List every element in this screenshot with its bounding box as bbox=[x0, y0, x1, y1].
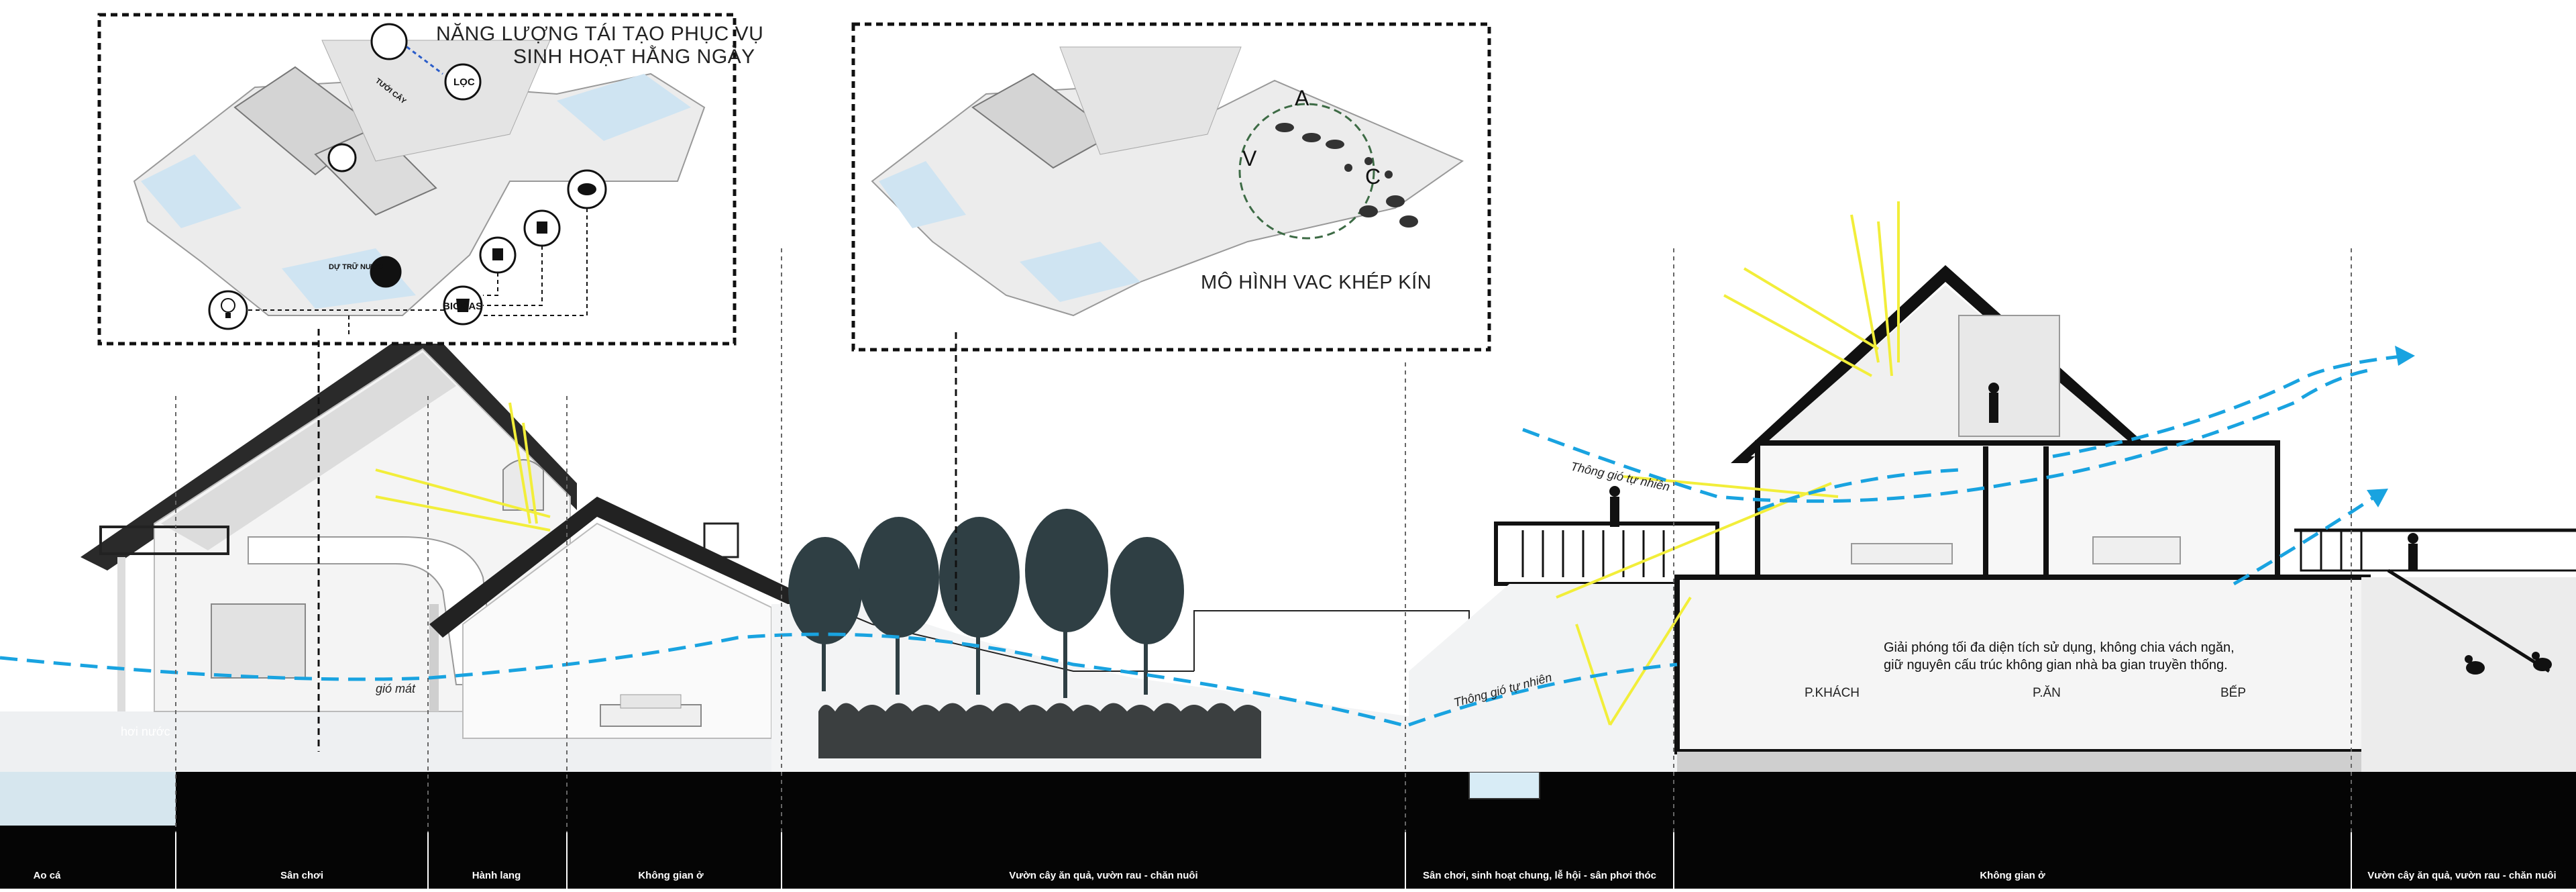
right-upper-bed-1 bbox=[1851, 543, 1953, 564]
tree-row bbox=[788, 509, 1184, 698]
water-icon bbox=[370, 23, 408, 60]
renewable-axo-water-2 bbox=[557, 74, 691, 141]
living-room-label: P.KHÁCH bbox=[1805, 686, 1860, 700]
chickens bbox=[2465, 652, 2552, 675]
corridor-rail bbox=[703, 522, 739, 558]
tank-icon bbox=[370, 256, 402, 288]
left-shutters bbox=[211, 603, 306, 679]
loc-label: LỌC bbox=[453, 77, 475, 88]
right-attic bbox=[1751, 285, 2147, 456]
renewable-title-line1: NĂNG LƯỢNG TÁI TẠO PHỤC VỤ bbox=[436, 23, 764, 45]
dutru-label: DỰ TRỮ NƯỚC bbox=[329, 263, 384, 271]
zone-label-living-2: Không gian ở bbox=[1980, 870, 2045, 881]
right-platform-rail bbox=[1521, 530, 1665, 577]
vac-letter-v: V bbox=[1242, 146, 1257, 170]
left-balcony-rail bbox=[99, 526, 229, 555]
vac-title: MÔ HÌNH VAC KHÉP KÍN bbox=[1201, 272, 1432, 293]
person-silhouettes bbox=[1609, 383, 2418, 571]
zone-label-playground: Sân chơi bbox=[280, 870, 324, 881]
small-pool bbox=[1468, 771, 1540, 799]
renewable-title-line2: SINH HOẠT HẰNG NGÀY bbox=[513, 46, 755, 68]
wind-flows bbox=[0, 354, 2409, 727]
steam-label: hơi nước bbox=[121, 725, 170, 738]
space-note-line2: giữ nguyên cấu trúc không gian nhà ba gi… bbox=[1884, 658, 2228, 673]
ground-band bbox=[0, 772, 2576, 889]
biogas-label: BIOGAS bbox=[443, 301, 483, 312]
dining-room-label: P.ĂN bbox=[2033, 686, 2061, 700]
bulb-icon bbox=[208, 290, 248, 330]
loc-icon bbox=[444, 63, 482, 101]
right-ground-shade bbox=[1677, 752, 2368, 772]
zone-label-courtyard: Sân chơi, sinh hoạt chung, lễ hội - sân … bbox=[1422, 870, 1657, 881]
sun-rays bbox=[375, 201, 1900, 726]
right-upper-bed-2 bbox=[2092, 536, 2181, 564]
vac-axo-trees bbox=[1059, 46, 1242, 155]
vac-letter-c: C bbox=[1365, 164, 1381, 189]
wind-arrowheads bbox=[2367, 346, 2415, 507]
vac-axo-water-1 bbox=[879, 161, 966, 228]
grass-field bbox=[818, 703, 1261, 758]
zone-dividers bbox=[175, 248, 2352, 889]
right-attic-window bbox=[1958, 315, 2060, 437]
zone-label-garden-2: Vườn cây ăn quả, vườn rau - chăn nuôi bbox=[2367, 870, 2557, 881]
breeze-label: gió mát bbox=[376, 682, 416, 695]
vac-letter-a: A bbox=[1295, 86, 1309, 110]
right-wing bbox=[2361, 577, 2576, 772]
right-upper-floor bbox=[1755, 440, 2280, 580]
left-roof-glass bbox=[161, 352, 456, 550]
zone-label-fish-pond: Ao cá bbox=[33, 870, 61, 881]
left-pillar-1 bbox=[117, 557, 125, 711]
kitchen-label: BẾP bbox=[2220, 686, 2247, 700]
vac-axo-water-2 bbox=[1020, 242, 1140, 302]
vac-animals bbox=[1275, 123, 1418, 228]
zone-label-corridor: Hành lang bbox=[472, 870, 521, 881]
renewable-icons bbox=[208, 23, 607, 330]
right-wing-rail bbox=[2300, 530, 2576, 572]
icon-glyphs bbox=[221, 183, 596, 318]
zone-label-living-1: Không gian ở bbox=[638, 870, 704, 881]
space-note-line1: Giải phóng tối đa diện tích sử dụng, khô… bbox=[1884, 640, 2235, 655]
bed-pillows bbox=[620, 694, 682, 709]
sprout-icon bbox=[327, 143, 357, 172]
renewable-axo-water-1 bbox=[141, 154, 241, 228]
renewable-flow-lines bbox=[247, 208, 588, 336]
renewable-axo-trees bbox=[321, 40, 551, 162]
zone-ticks bbox=[175, 832, 2352, 889]
vac-cycle-ring bbox=[1238, 103, 1375, 240]
zone-label-garden-1: Vườn cây ăn quả, vườn rau - chăn nuôi bbox=[1009, 870, 1198, 881]
corridor-roof bbox=[429, 497, 795, 638]
